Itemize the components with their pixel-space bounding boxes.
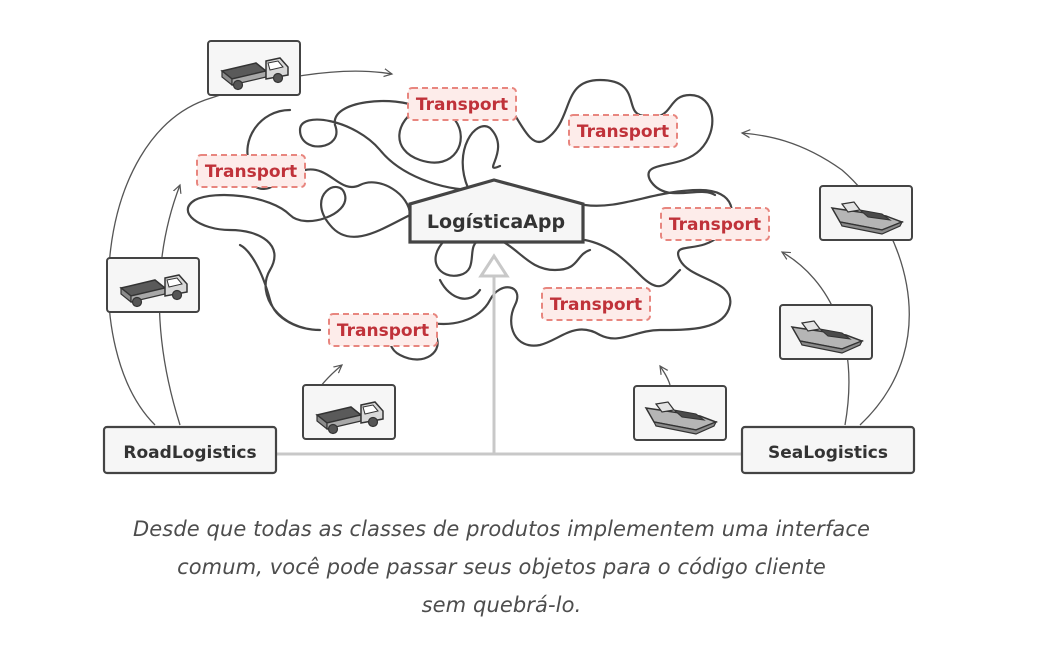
transport-labels: TransportTransportTransportTransportTran… — [196, 87, 770, 347]
transport-text: Transport — [669, 215, 761, 235]
ship-icon — [779, 304, 873, 360]
client-app-label: LogísticaApp — [427, 211, 565, 233]
sea-logistics-label: SeaLogistics — [768, 443, 888, 463]
truck-icon — [207, 40, 301, 96]
transport-label: Transport — [541, 287, 651, 321]
transport-label: Transport — [407, 87, 517, 121]
transport-text: Transport — [205, 162, 297, 182]
caption-line: sem quebrá-lo. — [421, 593, 582, 617]
caption-line: comum, você pode passar seus objetos par… — [177, 555, 826, 579]
inheritance-arrowhead — [478, 253, 510, 278]
tangled-connector — [186, 78, 733, 361]
transport-text: Transport — [550, 295, 642, 315]
transport-text: Transport — [416, 95, 508, 115]
transport-text: Transport — [577, 122, 669, 142]
ship-icon — [633, 385, 727, 441]
caption-line: Desde que todas as classes de produtos i… — [132, 517, 871, 541]
client-app-box: LogísticaApp — [408, 178, 585, 244]
transport-label: Transport — [328, 313, 438, 347]
creation-arrows — [107, 71, 910, 426]
sea-logistics-box: SeaLogistics — [740, 425, 916, 475]
transport-label: Transport — [196, 154, 306, 188]
transport-label: Transport — [568, 114, 678, 148]
truck-icon — [106, 257, 200, 313]
transport-text: Transport — [337, 321, 429, 341]
ship-icon — [819, 185, 913, 241]
road-logistics-label: RoadLogistics — [123, 443, 256, 463]
transport-label: Transport — [660, 207, 770, 241]
truck-icon — [302, 384, 396, 440]
figure-caption: Desde que todas as classes de produtos i… — [0, 510, 1003, 624]
inheritance-lines — [276, 270, 742, 456]
road-logistics-box: RoadLogistics — [102, 425, 278, 475]
